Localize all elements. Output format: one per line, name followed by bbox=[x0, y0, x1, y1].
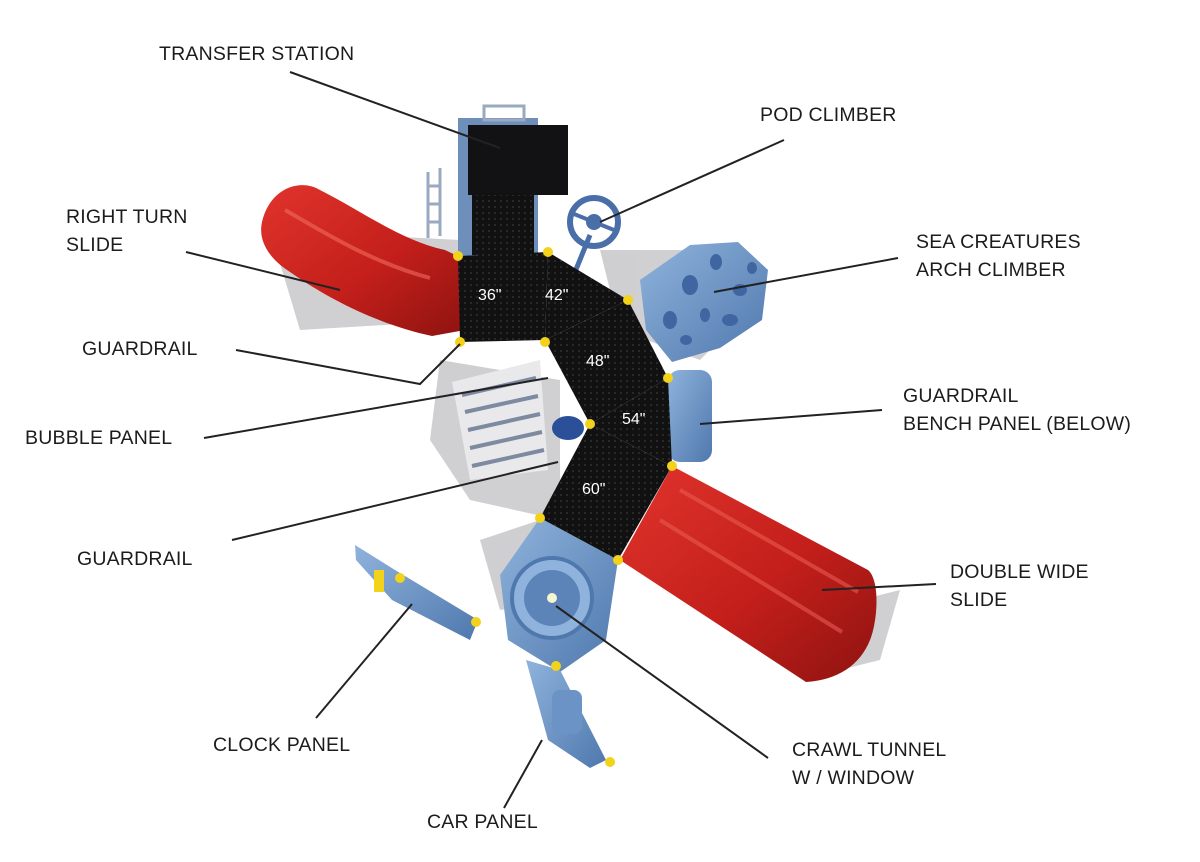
pod-climber-shape bbox=[567, 195, 621, 273]
leader-car-panel bbox=[503, 739, 543, 809]
label-guardrail-bench-line2: BENCH PANEL (BELOW) bbox=[903, 413, 1132, 435]
leader-pod-climber bbox=[599, 139, 785, 223]
label-guardrail-bench-panel: GUARDRAIL BENCH PANEL (BELOW) bbox=[903, 382, 1131, 438]
deck-clamps bbox=[395, 247, 677, 767]
car-panel-shape bbox=[526, 660, 606, 768]
leader-double-wide-slide bbox=[821, 583, 937, 591]
label-car-panel: CAR PANEL bbox=[427, 808, 538, 836]
double-wide-slide-shape bbox=[620, 466, 877, 682]
label-guardrail-upper-text: GUARDRAIL bbox=[82, 338, 198, 360]
deck-height-36: 36" bbox=[478, 287, 501, 304]
leader-sea-creatures bbox=[713, 257, 899, 293]
label-right-turn-slide: RIGHT TURN SLIDE bbox=[66, 203, 188, 259]
deck-platforms bbox=[458, 252, 672, 560]
leader-lines bbox=[185, 71, 937, 809]
label-crawl-tunnel: CRAWL TUNNEL W / WINDOW bbox=[792, 736, 946, 792]
transfer-station-shape bbox=[426, 104, 568, 258]
label-bubble-panel: BUBBLE PANEL bbox=[25, 424, 172, 452]
label-double-wide-line1: DOUBLE WIDE bbox=[950, 561, 1089, 583]
label-pod-climber: POD CLIMBER bbox=[760, 101, 897, 129]
label-clock-panel: CLOCK PANEL bbox=[213, 731, 350, 759]
deck-height-60: 60" bbox=[582, 481, 605, 498]
label-sea-creatures-line1: SEA CREATURES bbox=[916, 231, 1081, 253]
label-sea-creatures-arch-climber: SEA CREATURES ARCH CLIMBER bbox=[916, 228, 1081, 284]
stairs-shape bbox=[452, 360, 584, 480]
label-crawl-tunnel-line2: W / WINDOW bbox=[792, 767, 915, 789]
label-guardrail-bench-line1: GUARDRAIL bbox=[903, 385, 1019, 407]
right-turn-slide-shape bbox=[261, 185, 465, 336]
label-transfer-station-text: TRANSFER STATION bbox=[159, 43, 355, 65]
bench-panel-shape bbox=[668, 370, 712, 462]
deck-height-42: 42" bbox=[545, 287, 568, 304]
label-pod-climber-text: POD CLIMBER bbox=[760, 104, 897, 126]
sea-creatures-climber-shape bbox=[640, 242, 768, 362]
leader-bench-panel bbox=[699, 409, 883, 425]
deck-height-54: 54" bbox=[622, 411, 645, 428]
label-guardrail-lower: GUARDRAIL bbox=[77, 545, 193, 573]
label-bubble-panel-text: BUBBLE PANEL bbox=[25, 427, 173, 449]
leader-guardrail-lower bbox=[231, 461, 559, 541]
clock-panel-shape bbox=[355, 545, 478, 640]
label-crawl-tunnel-line1: CRAWL TUNNEL bbox=[792, 739, 947, 761]
leader-crawl-tunnel bbox=[555, 605, 769, 759]
label-sea-creatures-line2: ARCH CLIMBER bbox=[916, 259, 1066, 281]
label-clock-panel-text: CLOCK PANEL bbox=[213, 734, 351, 756]
leader-guardrail-upper bbox=[235, 343, 461, 386]
label-right-turn-slide-line2: SLIDE bbox=[66, 234, 124, 256]
label-guardrail-upper: GUARDRAIL bbox=[82, 335, 198, 363]
label-transfer-station: TRANSFER STATION bbox=[159, 40, 354, 68]
label-car-panel-text: CAR PANEL bbox=[427, 811, 538, 833]
leader-right-turn-slide bbox=[185, 251, 341, 291]
label-double-wide-line2: SLIDE bbox=[950, 589, 1008, 611]
label-right-turn-slide-line1: RIGHT TURN bbox=[66, 206, 188, 228]
leader-clock-panel bbox=[315, 603, 413, 719]
label-double-wide-slide: DOUBLE WIDE SLIDE bbox=[950, 558, 1089, 614]
deck-height-48: 48" bbox=[586, 353, 609, 370]
leader-transfer-station bbox=[289, 71, 501, 149]
label-guardrail-lower-text: GUARDRAIL bbox=[77, 548, 193, 570]
leader-bubble-panel bbox=[203, 377, 549, 439]
